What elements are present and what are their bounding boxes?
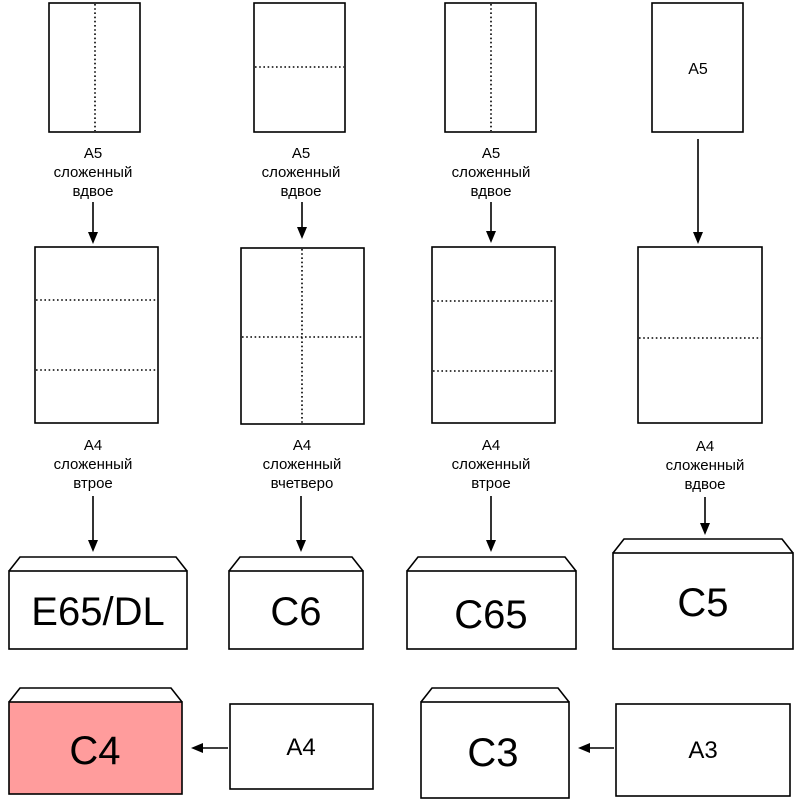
a3-sheet-landscape bbox=[615, 703, 791, 797]
envelope bbox=[420, 701, 570, 799]
envelope-label: E65/DL bbox=[31, 590, 164, 634]
caption-line-1: A4 bbox=[696, 438, 714, 455]
sheet-label: A5 bbox=[688, 61, 708, 78]
caption-line-1: A4 bbox=[84, 437, 102, 454]
column-1: A5 сложенный вдвое A4 сложенный втрое E6… bbox=[8, 2, 188, 650]
envelope-flap bbox=[8, 687, 183, 703]
caption-line-3: втрое bbox=[471, 475, 511, 492]
envelope-label: C4 bbox=[69, 729, 120, 773]
envelope-flap bbox=[420, 687, 570, 703]
envelope-label: C5 bbox=[677, 581, 728, 625]
caption-line-2: сложенный bbox=[54, 456, 133, 473]
envelope-flap bbox=[406, 556, 577, 572]
envelope bbox=[228, 570, 364, 650]
caption-line-3: вдвое bbox=[72, 183, 113, 200]
envelope-flap bbox=[612, 538, 794, 554]
caption-line-1: A4 bbox=[482, 437, 500, 454]
envelope-highlighted bbox=[8, 701, 183, 795]
caption-line-3: вдвое bbox=[684, 476, 725, 493]
arrow-head bbox=[700, 523, 710, 535]
caption-line-2: сложенный bbox=[54, 164, 133, 181]
arrow-head bbox=[296, 540, 306, 552]
bottom-row-c3: C3 A3 bbox=[420, 687, 791, 799]
caption-line-2: сложенный bbox=[666, 457, 745, 474]
arrow-head bbox=[486, 540, 496, 552]
sheet-label: A3 bbox=[688, 737, 717, 764]
a4-sheet bbox=[240, 247, 365, 425]
caption-line-1: A5 bbox=[292, 145, 310, 162]
bottom-row-c4: C4 A4 bbox=[8, 687, 374, 795]
column-2: A5 сложенный вдвое A4 сложенный вчетверо… bbox=[228, 2, 365, 650]
arrow-head bbox=[578, 743, 590, 753]
caption-line-3: втрое bbox=[73, 475, 113, 492]
arrow-head bbox=[191, 743, 203, 753]
caption-line-2: сложенный bbox=[452, 164, 531, 181]
caption-line-2: сложенный bbox=[262, 164, 341, 181]
column-3: A5 сложенный вдвое A4 сложенный втрое C6… bbox=[406, 2, 577, 650]
arrow-head bbox=[88, 232, 98, 244]
envelope bbox=[406, 570, 577, 650]
envelope-label: C65 bbox=[454, 593, 527, 637]
a5-sheet bbox=[651, 2, 744, 133]
a4-sheet bbox=[34, 246, 159, 424]
a4-sheet bbox=[637, 246, 763, 424]
caption-line-1: A5 bbox=[84, 145, 102, 162]
envelope-label: C6 bbox=[270, 590, 321, 634]
caption-line-1: A4 bbox=[293, 437, 311, 454]
envelope-flap bbox=[228, 556, 364, 572]
arrow-head bbox=[693, 232, 703, 244]
envelope bbox=[8, 570, 188, 650]
sheet-label: A4 bbox=[286, 734, 315, 761]
caption-line-3: вдвое bbox=[280, 183, 321, 200]
envelope-flap bbox=[8, 556, 188, 572]
arrow-head bbox=[297, 227, 307, 239]
column-4: A5 A4 сложенный вдвое C5 bbox=[612, 2, 794, 650]
a4-sheet-landscape bbox=[229, 703, 374, 790]
envelope-label: C3 bbox=[467, 731, 518, 775]
caption-line-3: вчетверо bbox=[271, 475, 334, 492]
caption-line-2: сложенный bbox=[263, 456, 342, 473]
a4-sheet bbox=[431, 246, 556, 424]
arrow-head bbox=[88, 540, 98, 552]
arrow-head bbox=[486, 231, 496, 243]
caption-line-2: сложенный bbox=[452, 456, 531, 473]
caption-line-1: A5 bbox=[482, 145, 500, 162]
caption-line-3: вдвое bbox=[470, 183, 511, 200]
envelope bbox=[612, 552, 794, 650]
